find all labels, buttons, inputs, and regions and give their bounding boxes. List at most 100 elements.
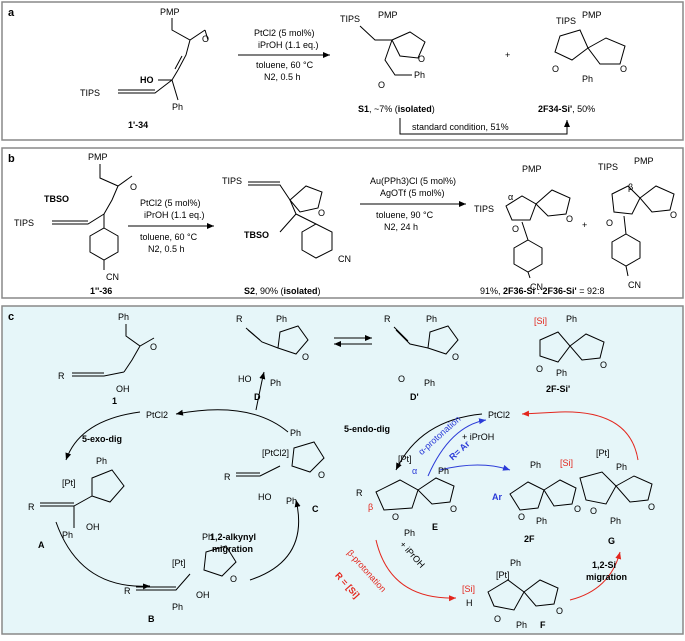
svg-text:R: R <box>28 502 35 512</box>
svg-text:O: O <box>418 54 425 64</box>
tips-label: TIPS <box>80 88 100 98</box>
svg-text:E: E <box>432 522 438 532</box>
svg-text:O: O <box>230 574 237 584</box>
svg-text:O: O <box>670 210 677 220</box>
svg-text:PtCl2 (5 mol%): PtCl2 (5 mol%) <box>140 198 201 208</box>
svg-text:N2, 0.5 h: N2, 0.5 h <box>148 244 185 254</box>
svg-text:C: C <box>312 504 319 514</box>
svg-text:+: + <box>582 220 587 230</box>
svg-text:S2, 90% (isolated): S2, 90% (isolated) <box>244 286 321 296</box>
svg-text:migration: migration <box>212 544 253 554</box>
svg-text:Ph: Ph <box>426 314 437 324</box>
svg-text:β: β <box>628 182 633 192</box>
svg-text:Ph: Ph <box>290 428 301 438</box>
compound-s1: TIPS PMP O O Ph S1, ~7% (isolated) <box>340 10 435 114</box>
svg-text:Ar: Ar <box>492 492 502 502</box>
svg-text:2F: 2F <box>524 534 535 544</box>
cond-a-3: toluene, 60 °C <box>256 60 314 70</box>
svg-text:R: R <box>356 488 363 498</box>
svg-text:1: 1 <box>112 396 117 406</box>
svg-text:[Pt]: [Pt] <box>172 558 186 568</box>
standard-condition: standard condition, 51% <box>412 122 509 132</box>
pmp-label: PMP <box>160 7 180 17</box>
svg-text:O: O <box>398 374 405 384</box>
svg-text:Ph: Ph <box>276 314 287 324</box>
intermediate-Dp: Ph O R O Ph D' <box>384 314 459 402</box>
svg-text:TIPS: TIPS <box>474 204 494 214</box>
svg-text:O: O <box>378 80 385 90</box>
svg-text:A: A <box>38 540 45 550</box>
svg-text:R: R <box>58 371 65 381</box>
cond-a-2: iPrOH (1.1 eq.) <box>258 40 319 50</box>
svg-text:PMP: PMP <box>378 10 398 20</box>
svg-text:O: O <box>556 606 563 616</box>
compound-c1: Ph O R OH 1 <box>58 312 157 406</box>
svg-text:AgOTf (5 mol%): AgOTf (5 mol%) <box>380 188 445 198</box>
svg-text:Ph: Ph <box>62 530 73 540</box>
svg-text:R: R <box>224 472 231 482</box>
svg-text:TBSO: TBSO <box>244 230 269 240</box>
svg-text:TIPS: TIPS <box>222 176 242 186</box>
svg-text:O: O <box>150 342 157 352</box>
svg-text:Ph: Ph <box>118 312 129 322</box>
plus-a: + <box>505 50 510 60</box>
svg-text:CN: CN <box>628 280 641 290</box>
svg-text:toluene, 90 °C: toluene, 90 °C <box>376 210 434 220</box>
svg-text:B: B <box>148 614 155 624</box>
svg-text:N2, 24 h: N2, 24 h <box>384 222 418 232</box>
svg-text:TIPS: TIPS <box>340 14 360 24</box>
panel-b-letter: b <box>8 153 15 165</box>
svg-text:O: O <box>318 208 325 218</box>
svg-text:O: O <box>392 512 399 522</box>
svg-text:TIPS: TIPS <box>14 218 34 228</box>
svg-text:Ph: Ph <box>566 314 577 324</box>
svg-text:Ph: Ph <box>516 620 527 630</box>
cond-a-1: PtCl2 (5 mol%) <box>254 28 315 38</box>
ph-label: Ph <box>172 102 183 112</box>
svg-text:Ph: Ph <box>96 456 107 466</box>
intermediate-D: Ph O R HO Ph D <box>236 314 309 402</box>
ptcl2-left: PtCl2 <box>146 410 168 420</box>
svg-text:Ph: Ph <box>286 496 297 506</box>
svg-text:HO: HO <box>238 374 252 384</box>
svg-text:5-endo-dig: 5-endo-dig <box>344 424 390 434</box>
ho-label: HO <box>140 75 154 85</box>
svg-text:[PtCl2]: [PtCl2] <box>262 448 289 458</box>
svg-text:Ph: Ph <box>616 462 627 472</box>
svg-text:2F-Si': 2F-Si' <box>546 384 570 394</box>
svg-text:G: G <box>608 536 615 546</box>
svg-text:Ph: Ph <box>582 74 593 84</box>
start-label-b: 1''-36 <box>90 286 112 296</box>
svg-text:R: R <box>124 586 131 596</box>
svg-text:5-exo-dig: 5-exo-dig <box>82 434 122 444</box>
product-2F: Ph O Ar O Ph 2F <box>492 460 581 544</box>
svg-text:TIPS: TIPS <box>556 16 576 26</box>
svg-text:S1, ~7% (isolated): S1, ~7% (isolated) <box>358 104 435 114</box>
svg-text:1,2-Si: 1,2-Si <box>592 560 616 570</box>
svg-text:Ph: Ph <box>610 516 621 526</box>
svg-text:iPrOH (1.1 eq.): iPrOH (1.1 eq.) <box>144 210 205 220</box>
svg-text:O: O <box>302 352 309 362</box>
svg-text:PMP: PMP <box>88 152 108 162</box>
svg-text:α: α <box>508 192 513 202</box>
intermediate-E: [Pt] α O Ph R β O Ph E <box>356 454 457 538</box>
intermediate-A: Ph [Pt] R Ph OH A <box>28 456 125 550</box>
svg-text:O: O <box>590 506 597 516</box>
svg-text:CN: CN <box>530 282 543 292</box>
svg-text:O: O <box>494 614 501 624</box>
svg-text:[Pt]: [Pt] <box>596 448 610 458</box>
intermediate-C: Ph O [PtCl2] R HO Ph C <box>224 428 325 514</box>
svg-text:HO: HO <box>258 492 272 502</box>
svg-text:O: O <box>130 182 137 192</box>
svg-text:Ph: Ph <box>536 516 547 526</box>
svg-text:OH: OH <box>86 522 100 532</box>
svg-text:Ph: Ph <box>202 532 213 542</box>
svg-text:O: O <box>566 214 573 224</box>
svg-text:Au(PPh3)Cl (5 mol%): Au(PPh3)Cl (5 mol%) <box>370 176 456 186</box>
panel-c-frame <box>1 305 684 635</box>
svg-text:Ph: Ph <box>270 378 281 388</box>
svg-text:OH: OH <box>196 590 210 600</box>
arrow-a-bottom <box>399 118 570 135</box>
